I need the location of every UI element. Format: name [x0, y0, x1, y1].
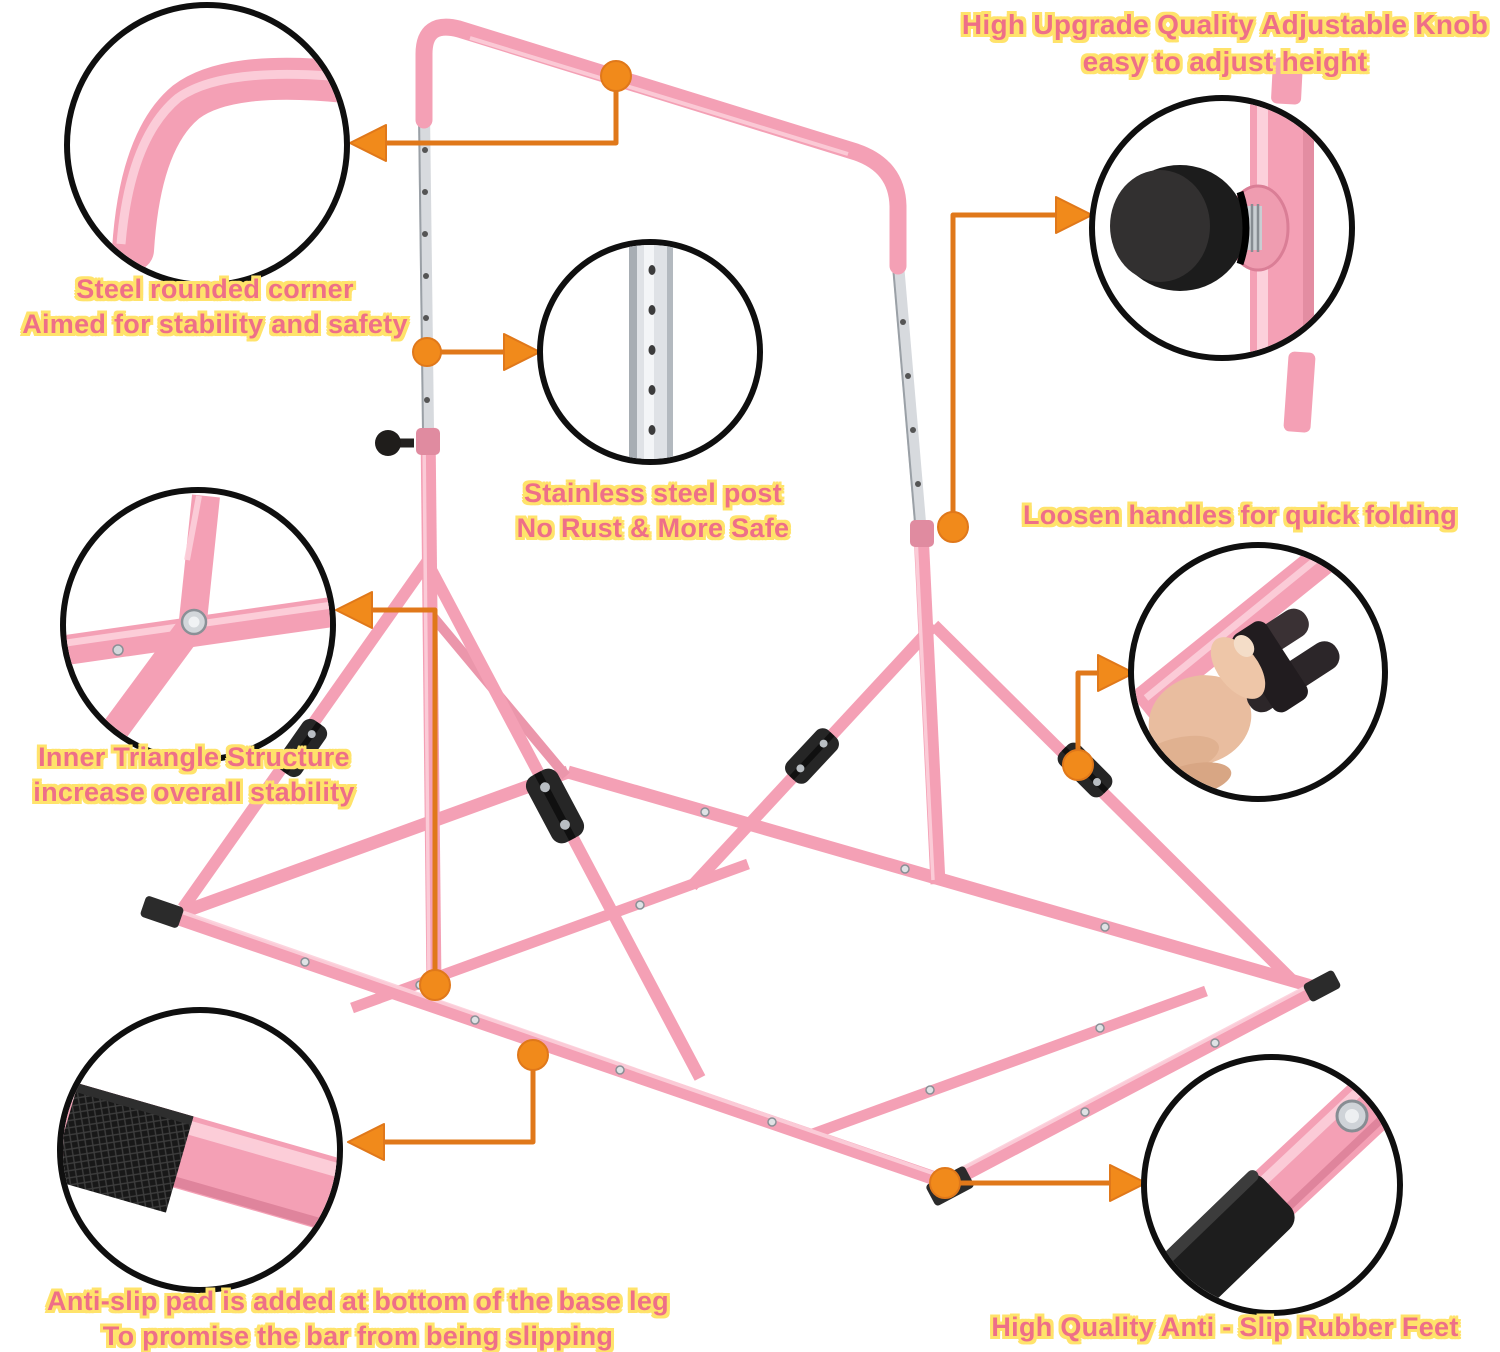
- anti-slip-pad-detail: [63, 1080, 337, 1235]
- connectors: [335, 60, 1147, 1202]
- base-frame: [140, 765, 1341, 1206]
- left-adjust-knob: [375, 430, 414, 456]
- connector-rounded-corner-arrow: [349, 60, 632, 162]
- note-steel-post: Stainless steel post No Rust & More Safe: [448, 476, 858, 546]
- callout-loosen-handles: [1128, 542, 1388, 802]
- adjustable-knob-detail: [1110, 101, 1314, 355]
- callout-steel-post: [537, 239, 763, 465]
- callout-rounded-corner: [64, 2, 350, 288]
- note-line: Stainless steel post: [523, 478, 783, 508]
- note-loosen-handles: Loosen handles for quick folding: [985, 498, 1495, 533]
- note-rounded-corner: Steel rounded corner Aimed for stability…: [0, 272, 430, 342]
- connector-knob-arrow: [937, 196, 1093, 543]
- note-line: No Rust & More Safe: [516, 513, 790, 543]
- note-line: To promise the bar from being slipping: [102, 1321, 614, 1351]
- note-line: Anti-slip pad is added at bottom of the …: [47, 1286, 669, 1316]
- callout-rubber-foot: [1141, 1054, 1403, 1316]
- note-adjustable-knob: High Upgrade Quality Adjustable Knob eas…: [950, 6, 1500, 80]
- callout-anti-slip-pad: [57, 1007, 343, 1293]
- note-rubber-feet: High Quality Anti - Slip Rubber Feet: [955, 1310, 1495, 1345]
- connector-steel-post-arrow: [412, 333, 541, 371]
- steel-post-detail: [629, 245, 673, 459]
- callout-adjustable-knob: [1089, 95, 1355, 361]
- note-line: High Quality Anti - Slip Rubber Feet: [991, 1312, 1459, 1342]
- note-line: Steel rounded corner: [76, 274, 354, 304]
- connector-inner-triangle-arrow: [335, 591, 451, 1001]
- connector-anti-slip-arrow: [347, 1039, 549, 1161]
- note-line: Aimed for stability and safety: [22, 309, 408, 339]
- callout-inner-triangle: [60, 487, 336, 763]
- right-upper-post-fragment: [1271, 57, 1316, 433]
- base-foot: [140, 896, 184, 928]
- note-line: increase overall stability: [33, 777, 355, 807]
- base-foot: [1303, 970, 1341, 1002]
- note-line: High Upgrade Quality Adjustable Knob: [961, 9, 1489, 40]
- connector-handles-arrow: [1062, 654, 1135, 781]
- left-post: [375, 111, 442, 987]
- note-line: easy to adjust height: [1082, 46, 1368, 77]
- top-bar: [415, 18, 907, 275]
- note-anti-slip-pad: Anti-slip pad is added at bottom of the …: [8, 1284, 708, 1352]
- note-line: Loosen handles for quick folding: [1022, 500, 1458, 530]
- connector-rubber-foot-arrow: [929, 1164, 1147, 1202]
- note-line: Inner Triangle Structure: [38, 742, 350, 772]
- note-inner-triangle: Inner Triangle Structure increase overal…: [8, 740, 380, 810]
- kip-bar-frame: [140, 18, 1341, 1206]
